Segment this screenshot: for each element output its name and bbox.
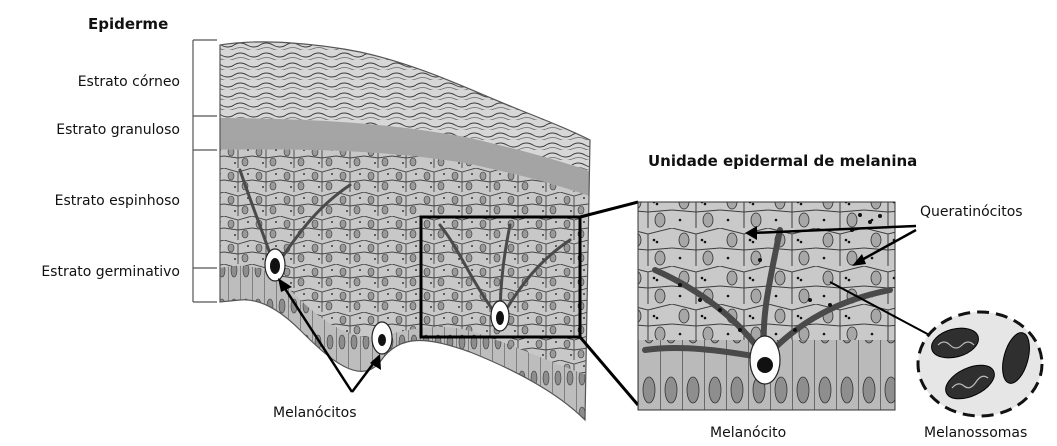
layer-label-germinativum: Estrato germinativo xyxy=(41,264,180,280)
layer-label-granulosum: Estrato granuloso xyxy=(56,122,180,138)
keratinocytes-label: Queratinócitos xyxy=(920,204,1023,220)
epidermis-illustration xyxy=(200,30,600,430)
melanosome-enlargement xyxy=(918,312,1042,416)
inset-melanocyte xyxy=(750,336,780,384)
layer-label-corneum: Estrato córneo xyxy=(78,74,180,90)
melanocyte-cell xyxy=(372,322,392,354)
inset-title: Unidade epidermal de melanina xyxy=(648,152,917,170)
zoom-connector-bottom xyxy=(580,337,638,405)
melanocytes-label: Melanócitos xyxy=(273,405,357,421)
melanocyte-label: Melanócito xyxy=(710,425,786,441)
epidermis-title: Epiderme xyxy=(88,15,168,33)
melanocyte-cell xyxy=(265,249,285,281)
layer-label-spinosum: Estrato espinhoso xyxy=(55,193,180,209)
melanocyte-cell xyxy=(491,301,509,331)
layer-bracket xyxy=(193,40,217,302)
melanosomes-label: Melanossomas xyxy=(924,425,1027,441)
